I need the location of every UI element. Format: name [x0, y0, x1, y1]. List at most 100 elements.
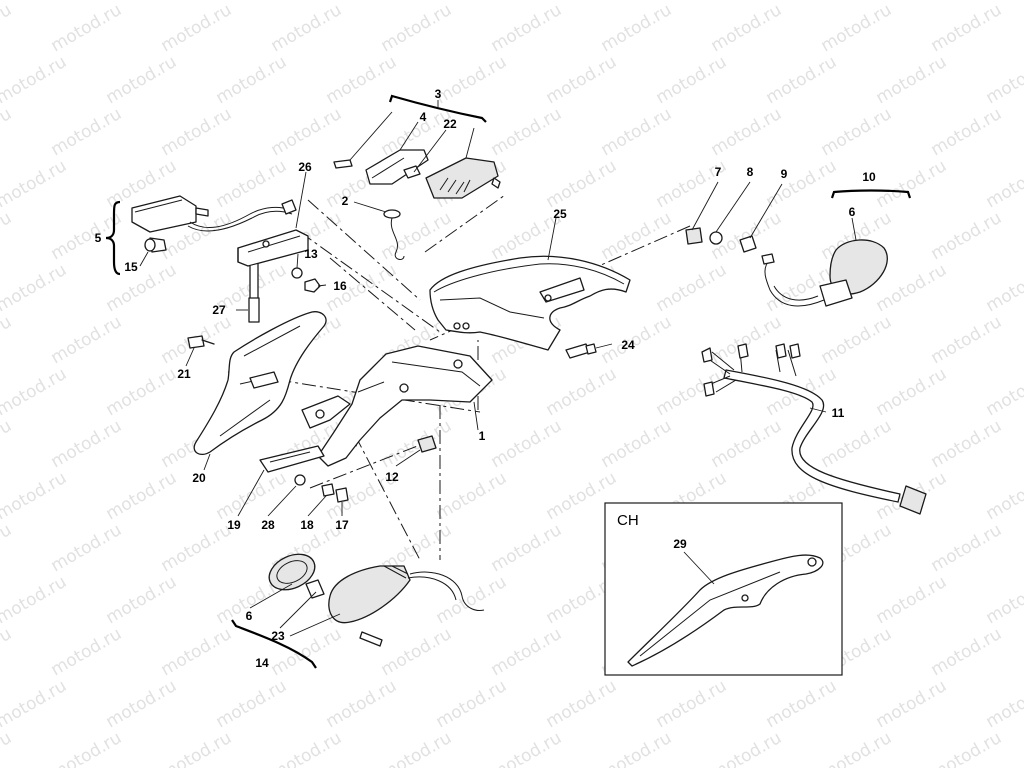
callout-15: 15: [124, 260, 138, 274]
watermark-text: motod.ru: [0, 208, 15, 264]
watermark-text: motod.ru: [0, 156, 70, 212]
brace-10: [830, 189, 912, 199]
watermark-text: motod.ru: [763, 156, 841, 212]
watermark-text: motod.ru: [763, 676, 841, 732]
callout-21: 21: [177, 367, 191, 381]
watermark-text: motod.ru: [0, 572, 70, 628]
watermark-text: motod.ru: [928, 520, 1006, 576]
watermark-text: motod.ru: [708, 312, 786, 368]
callout-10: 10: [862, 170, 876, 184]
watermark-text: motod.ru: [653, 364, 731, 420]
watermark-text: motod.ru: [598, 208, 676, 264]
callout-14: 14: [255, 656, 269, 670]
watermark-text: motod.ru: [818, 312, 896, 368]
tail-cover-part-25: [429, 255, 631, 351]
watermark-text: motod.ru: [0, 520, 15, 576]
watermark-text: motod.ru: [213, 468, 291, 524]
watermark-text: motod.ru: [378, 624, 456, 680]
watermark-text: motod.ru: [48, 624, 126, 680]
watermark-text: motod.ru: [598, 0, 676, 56]
callout-1: 1: [479, 429, 486, 443]
license-lamp-part-5: [131, 195, 297, 253]
watermark-text: motod.ru: [708, 104, 786, 160]
callout-19: 19: [227, 518, 241, 532]
watermark-text: motod.ru: [48, 416, 126, 472]
watermark-text: motod.ru: [103, 364, 181, 420]
watermark-text: motod.ru: [983, 572, 1024, 628]
watermark-text: motod.ru: [818, 104, 896, 160]
callout-16: 16: [333, 279, 347, 293]
watermark-text: motod.ru: [708, 728, 786, 768]
callout-13: 13: [304, 247, 318, 261]
callout-23: 23: [271, 629, 285, 643]
watermark-text: motod.ru: [928, 624, 1006, 680]
watermark-text: motod.ru: [598, 104, 676, 160]
watermark-text: motod.ru: [0, 364, 70, 420]
plate-holder-part-20: [187, 311, 327, 456]
watermark-text: motod.ru: [103, 676, 181, 732]
watermark-text: motod.ru: [378, 416, 456, 472]
watermark-text: motod.ru: [158, 0, 236, 56]
callout-7: 7: [715, 165, 722, 179]
watermark-text: motod.ru: [818, 728, 896, 768]
watermark-text: motod.ru: [0, 52, 70, 108]
turn-signal-part-10: [761, 239, 888, 307]
watermark-text: motod.ru: [928, 416, 1006, 472]
watermark-text: motod.ru: [0, 104, 15, 160]
watermark-text: motod.ru: [543, 52, 621, 108]
callout-4: 4: [420, 110, 427, 124]
watermark-text: motod.ru: [873, 156, 951, 212]
watermark-text: motod.ru: [213, 52, 291, 108]
watermark-text: motod.ru: [268, 104, 346, 160]
watermark-text: motod.ru: [488, 0, 566, 56]
watermark-text: motod.ru: [928, 312, 1006, 368]
watermark-text: motod.ru: [378, 0, 456, 56]
watermark-text: motod.ru: [928, 208, 1006, 264]
callout-5: 5: [95, 231, 102, 245]
watermark-text: motod.ru: [543, 364, 621, 420]
watermark-text: motod.ru: [873, 364, 951, 420]
watermark-text: motod.ru: [0, 260, 70, 316]
inset-label: CH: [617, 512, 639, 529]
callout-24: 24: [621, 338, 635, 352]
watermark-text: motod.ru: [0, 624, 15, 680]
watermark-text: motod.ru: [488, 624, 566, 680]
watermark-text: motod.ru: [48, 728, 126, 768]
watermark-text: motod.ru: [543, 676, 621, 732]
watermark-text: motod.ru: [983, 52, 1024, 108]
watermark-text: motod.ru: [983, 156, 1024, 212]
watermark-text: motod.ru: [0, 312, 15, 368]
watermark-text: motod.ru: [103, 572, 181, 628]
callout-18: 18: [300, 518, 314, 532]
reflector-plate-part-19: [259, 445, 349, 503]
watermark-text: motod.ru: [213, 676, 291, 732]
watermark-text: motod.ru: [708, 0, 786, 56]
lamp-bracket-part-26: [237, 229, 321, 323]
callout-27: 27: [212, 303, 226, 317]
callout-11: 11: [832, 406, 845, 420]
callout-labels: 3 4 22 26 2 25 5 15 13 16 27 24 21 1 12 …: [95, 87, 876, 670]
watermark-text: motod.ru: [433, 572, 511, 628]
watermark-text: motod.ru: [488, 416, 566, 472]
watermark-text: motod.ru: [653, 676, 731, 732]
watermark-text: motod.ru: [158, 520, 236, 576]
watermark-text: motod.ru: [323, 52, 401, 108]
watermark-text: motod.ru: [0, 728, 15, 768]
watermark-text: motod.ru: [653, 52, 731, 108]
watermark-text: motod.ru: [268, 728, 346, 768]
watermark-text: motod.ru: [543, 156, 621, 212]
watermark-text: motod.ru: [488, 520, 566, 576]
watermark-text: motod.ru: [0, 416, 15, 472]
watermark-text: motod.ru: [488, 728, 566, 768]
turn-signal-part-14: [268, 553, 485, 647]
group-braces: [105, 94, 912, 669]
watermark-text: motod.ru: [873, 572, 951, 628]
watermark-text: motod.ru: [928, 728, 1006, 768]
callout-8: 8: [747, 165, 754, 179]
callout-20: 20: [192, 471, 206, 485]
watermark-text: motod.ru: [433, 52, 511, 108]
watermark-text: motod.ru: [158, 624, 236, 680]
